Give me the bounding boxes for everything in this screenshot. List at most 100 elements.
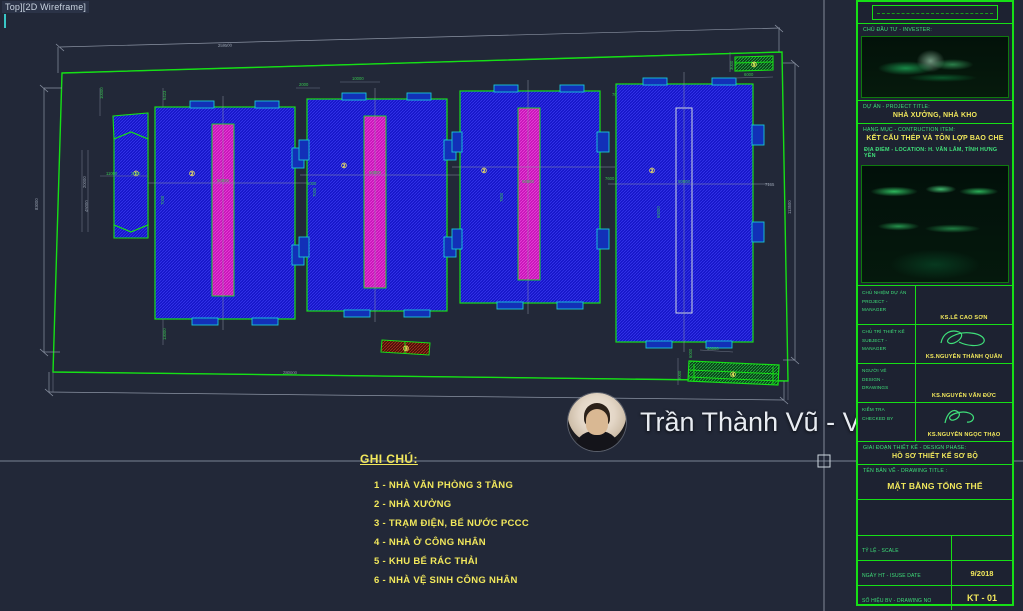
scale-value-cell <box>952 536 1012 560</box>
item-caption: HẠNG MỤC - CONTRUCTION ITEM: <box>863 127 956 133</box>
drawing-number-caption-cell: SỐ HIỆU BV - DRAWING NO <box>858 586 952 610</box>
building-2-workshop-b[interactable]: ② 50000 7000 6000 <box>298 88 462 322</box>
dim-overall-top: 259500 <box>218 43 233 48</box>
sig2-name: KS.NGUYỄN THÀNH QUÂN <box>925 354 1003 360</box>
note-item-6: 6 - NHÀ VỆ SINH CÔNG NHÂN <box>374 575 518 586</box>
dim-30000: 30000 <box>707 346 719 351</box>
item-row: HẠNG MỤC - CONTRUCTION ITEM: KẾT CẤU THÉ… <box>858 124 1012 286</box>
notes-legend: GHI CHÚ: 1 - NHÀ VĂN PHÒNG 3 TẦNG 2 - NH… <box>360 452 529 594</box>
dim-10000-b: 10000 <box>352 76 364 81</box>
dim-50000-a: 50000 <box>217 178 229 183</box>
building-3-power-station[interactable]: ③ <box>380 339 431 356</box>
dim-left-height: 83000 <box>34 198 39 210</box>
header-inner-box <box>872 5 998 20</box>
signature-scribble-icon <box>940 330 985 347</box>
dim-right-height: 113500 <box>787 200 792 214</box>
viewport-caret <box>4 14 6 28</box>
phase-value: HỒ SƠ THIẾT KẾ SƠ BỘ <box>892 453 978 460</box>
viewport-label[interactable]: Top][2D Wireframe] <box>2 1 90 13</box>
item-value: KẾT CẤU THÉP VÀ TÔN LỢP BAO CHE <box>866 135 1004 142</box>
building-5-waste-area[interactable]: ⑤ <box>734 55 774 72</box>
note-item-5: 5 - KHU BỂ RÁC THẢI <box>374 556 478 567</box>
dim-45000: 45000 <box>84 200 89 212</box>
sig2-caption-line1: CHỦ TRÌ THIẾT KẾ <box>862 329 905 334</box>
site-photo-image <box>861 165 1009 283</box>
sig1-caption-line1: CHỦ NHIỆM DỰ ÁN <box>862 290 907 295</box>
signature-row-drawings: NGƯỜI VẼ DESIGN - DRAWINGS KS.NGUYỄN VĂN… <box>858 364 1012 403</box>
signature-caption-4: KIỂM TRA CHECKED BY <box>858 403 916 441</box>
notes-list: 1 - NHÀ VĂN PHÒNG 3 TẦNG 2 - NHÀ XƯỞNG 3… <box>360 480 529 586</box>
signature-row-subject-manager: CHỦ TRÌ THIẾT KẾ SUBJECT - MANAGER KS.NG… <box>858 325 1012 364</box>
investor-row: CHỦ ĐẦU TƯ - INVESTER: <box>858 24 1012 101</box>
dim-13000: 13000 <box>162 328 167 340</box>
date-row: NGÀY HT - ISUSE DATE 9/2018 <box>858 561 1012 586</box>
signature-caption-3: NGƯỜI VẼ DESIGN - DRAWINGS <box>858 364 916 402</box>
dim-7800: 7800 <box>499 192 504 202</box>
signature-value-1: KS.LÊ CAO SƠN <box>916 286 1012 324</box>
dim-3000: 3000 <box>729 60 734 70</box>
building-1-office[interactable]: ① <box>112 112 149 239</box>
note-item-4: 4 - NHÀ Ở CÔNG NHÂN <box>374 537 486 548</box>
building-tag-2-b: ② <box>341 162 347 170</box>
note-item-1: 1 - NHÀ VĂN PHÒNG 3 TẦNG <box>374 480 514 491</box>
building-2-workshop-a[interactable]: ② 50000 7000 <box>148 96 310 330</box>
signature-scribble-icon-2 <box>944 410 975 424</box>
drawing-title-row: TÊN BẢN VẼ - DRAWING TITLE : MẶT BẰNG TỔ… <box>858 465 1012 500</box>
phase-row: GIAI ĐOẠN THIẾT KẾ - DESIGN PHASE: HỒ SƠ… <box>858 442 1012 465</box>
drawing-number-caption: SỐ HIỆU BV - DRAWING NO <box>862 598 932 604</box>
date-value-cell: 9/2018 <box>952 561 1012 585</box>
dim-10000-a: 10000 <box>99 87 104 99</box>
note-item-2: 2 - NHÀ XƯỞNG <box>374 499 452 510</box>
building-4-worker-housing[interactable]: ④ <box>687 360 780 386</box>
dim-7600: 7600 <box>605 176 615 181</box>
building-tag-4: ④ <box>730 371 736 379</box>
notes-title: GHI CHÚ: <box>360 452 418 466</box>
dim-50000-d: 50000 <box>678 179 690 184</box>
signature-row-project-manager: CHỦ NHIỆM DỰ ÁN PROJECT - MANAGER KS.LÊ … <box>858 286 1012 325</box>
building-2-workshop-d[interactable]: ② 50000 60000 7165 <box>608 72 775 352</box>
drawing-number-row: SỐ HIỆU BV - DRAWING NO KT - 01 <box>858 586 1012 610</box>
dim-2000-b: 2000 <box>299 82 309 87</box>
scale-caption-cell: TỶ LỆ - SCALE <box>858 536 952 560</box>
date-value: 9/2018 <box>970 568 994 578</box>
sig4-name: KS.NGUYỄN NGỌC THẠO <box>927 432 1001 438</box>
date-caption-cell: NGÀY HT - ISUSE DATE <box>858 561 952 585</box>
sig4-caption-line1: KIỂM TRA <box>862 407 885 412</box>
drawing-title-caption: TÊN BẢN VẼ - DRAWING TITLE : <box>863 468 948 474</box>
dim-2000: 2000 <box>131 171 141 176</box>
dim-7000-b: 7000 <box>312 187 317 197</box>
titleblock-header-strip <box>858 2 1012 24</box>
project-caption: DỰ ÁN - PROJECT TITLE: <box>863 104 930 110</box>
signature-value-2: KS.NGUYỄN THÀNH QUÂN <box>916 325 1012 363</box>
signature-caption-2: CHỦ TRÌ THIẾT KẾ SUBJECT - MANAGER <box>858 325 916 363</box>
note-item-3: 3 - TRẠM ĐIỆN, BỂ NƯỚC PCCC <box>374 518 529 529</box>
building-tag-2-c: ② <box>481 167 487 175</box>
sig2-caption-line2: SUBJECT - MANAGER <box>862 337 888 352</box>
drawing-number-value: KT - 01 <box>966 593 997 603</box>
signature-row-checked: KIỂM TRA CHECKED BY KS.NGUYỄN NGỌC THẠO <box>858 403 1012 442</box>
building-tag-2-a: ② <box>189 170 195 178</box>
drawing-title-value: MẶT BẰNG TỔNG THỂ <box>887 481 983 491</box>
dim-overall-bottom: 280000 <box>283 370 298 375</box>
building-tag-2-d: ② <box>649 167 655 175</box>
sig3-caption-line1: NGƯỜI VẼ <box>862 368 887 373</box>
sig1-caption-line2: PROJECT - MANAGER <box>862 298 888 313</box>
titleblock-blank-row <box>858 500 1012 536</box>
sig4-caption-line2: CHECKED BY <box>862 415 894 421</box>
sig3-caption-line2: DESIGN - DRAWINGS <box>862 376 889 391</box>
dim-11000: 11000 <box>106 171 118 176</box>
project-value: NHÀ XƯỞNG, NHÀ KHO <box>892 112 978 119</box>
dim-6000-c: 6000 <box>744 72 754 77</box>
dim-6423: 6423 <box>162 90 167 100</box>
building-2-workshop-c[interactable]: ② 50000 7800 7600 7000 <box>451 80 622 314</box>
location-value: ĐỊA ĐIỂM - LOCATION: H. VĂN LÂM, TỈNH HƯ… <box>864 147 998 159</box>
building-tag-5: ⑤ <box>751 61 757 69</box>
building-tag-1: ① <box>133 170 139 178</box>
project-row: DỰ ÁN - PROJECT TITLE: NHÀ XƯỞNG, NHÀ KH… <box>858 101 1012 124</box>
dim-7000-a: 7000 <box>160 195 165 205</box>
signature-value-3: KS.NGUYỄN VĂN ĐỨC <box>916 364 1012 402</box>
